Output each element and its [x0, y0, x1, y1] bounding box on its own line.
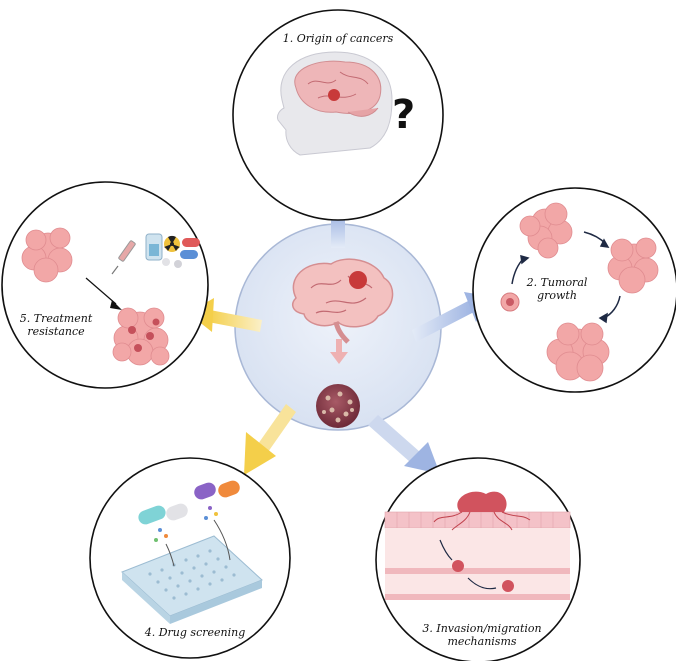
tumor-large-icon: [607, 237, 659, 294]
blood-vessel-icon: [384, 511, 571, 600]
pill-capsule-icon: [138, 480, 240, 525]
panel-invasion-title: 3. Invasion/migration mechanisms: [422, 622, 542, 648]
dispense-arrows: [165, 519, 231, 567]
drug-particles: [154, 506, 218, 542]
tumor-before-icon: [21, 227, 73, 283]
question-mark: ?: [392, 92, 415, 138]
syringe-icon: [111, 240, 136, 275]
panel-growth-circle: [472, 187, 676, 393]
iv-bag-icon: [145, 233, 163, 261]
panel-resistance-title: 5. Treatment resistance: [19, 312, 93, 338]
arrow-downleft-to-screening: [244, 404, 296, 475]
microplate-icon: [121, 535, 263, 624]
arrow-downright-to-invasion: [368, 415, 440, 474]
tumor-resistant-icon: [112, 307, 170, 366]
panel-growth-title: 2. Tumoral growth: [526, 276, 588, 302]
brain-icon: [291, 258, 394, 344]
growth-cycle-arrows: [511, 231, 621, 324]
head-silhouette-icon: [277, 51, 393, 156]
panel-origin-title: 1. Origin of cancers: [282, 32, 394, 45]
panel-screening-title: 4. Drug screening: [144, 626, 246, 639]
tumor-medium-icon: [519, 202, 573, 259]
center-down-arrow: [330, 339, 348, 364]
resistance-arrow: [85, 277, 122, 310]
panel-resistance-circle: [1, 181, 209, 389]
tumor-cluster-icon: [316, 384, 360, 428]
invading-tumor-icon: [433, 491, 531, 592]
pills-icon: [162, 238, 200, 268]
tumor-xlarge-icon: [546, 322, 610, 382]
radiation-icon: [164, 235, 180, 252]
tumor-small-icon: [500, 292, 520, 312]
migration-arrows: [439, 539, 497, 590]
